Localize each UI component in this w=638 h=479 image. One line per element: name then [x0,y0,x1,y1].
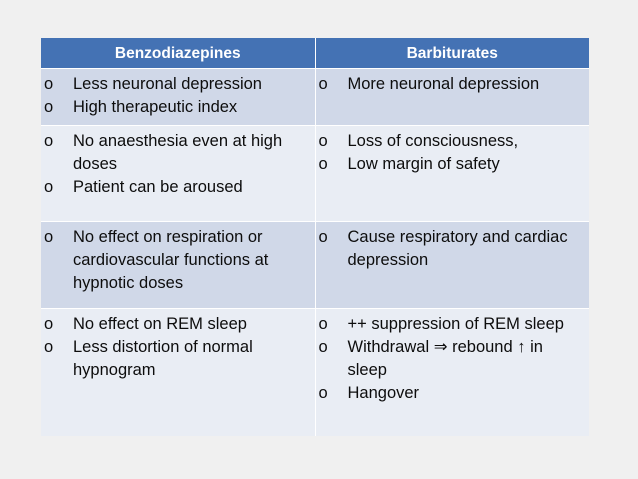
bullet-icon: o [318,155,328,173]
bullet-icon: o [44,338,54,356]
bullet-icon: o [44,98,54,116]
bullet-icon: o [318,228,328,246]
bullet-icon: o [318,132,328,150]
bullet-icon: o [44,178,54,196]
bullet-icon: o [318,384,328,402]
bullet-icon: o [44,75,54,93]
header-benzodiazepines: Benzodiazepines [41,38,316,69]
bullet-icon: o [44,132,54,150]
header-row: Benzodiazepines Barbiturates [41,38,589,69]
bullet-icon: o [44,315,54,333]
bullet-icon: o [318,315,328,333]
bullet-icon: o [44,228,54,246]
header-barbiturates: Barbiturates [315,38,589,69]
list-item: o++ suppression of REM sleep [319,313,584,336]
bullet-icon: o [318,75,328,93]
bullet-icon: o [318,338,328,356]
